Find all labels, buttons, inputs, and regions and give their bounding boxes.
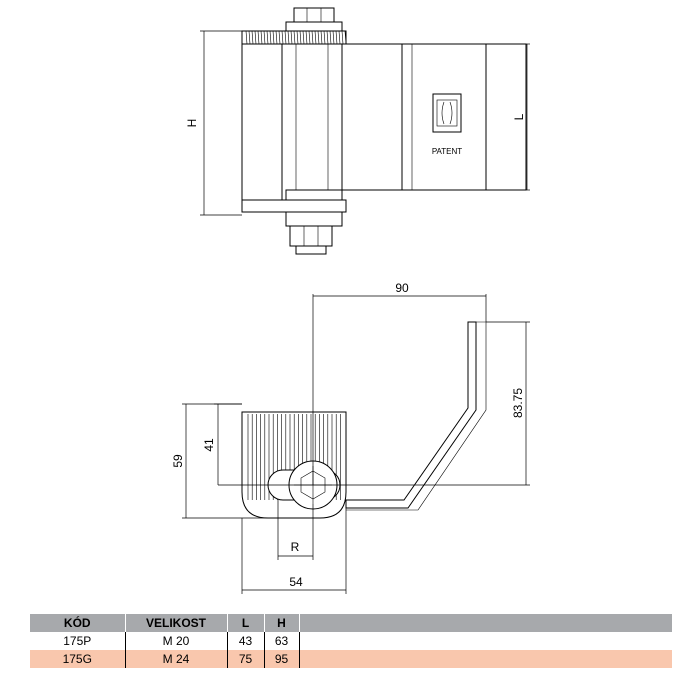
dimension-r: R <box>277 500 314 560</box>
cell-blank <box>299 632 672 650</box>
dimension-90-label: 90 <box>395 281 409 295</box>
dimension-59-label: 59 <box>171 454 185 468</box>
dimension-83-75: 83.75 <box>218 321 530 486</box>
dimension-h: H <box>185 30 242 216</box>
patent-logo: PATENT <box>432 93 462 156</box>
dimension-r-label: R <box>291 540 300 554</box>
right-hinge-block <box>341 43 487 191</box>
cell-h: 95 <box>264 650 300 668</box>
cell-blank <box>299 650 672 668</box>
patent-text: PATENT <box>432 147 462 156</box>
bottom-nut <box>285 211 343 255</box>
left-hinge-block <box>241 43 283 201</box>
dimension-l: L <box>512 43 530 191</box>
hinge-arm <box>345 321 477 509</box>
dimension-54: 54 <box>241 508 347 594</box>
spec-table: KÓD VELIKOST L H 175P M 20 43 63 175G M … <box>30 614 672 668</box>
side-view: 90 83.75 59 41 R <box>171 281 530 594</box>
dimension-59: 59 <box>171 403 268 519</box>
collar-knurling <box>245 30 347 45</box>
end-plate <box>485 43 527 191</box>
table-row: 175P M 20 43 63 <box>30 632 672 650</box>
hinge-pin <box>281 43 343 201</box>
header-kod: KÓD <box>30 614 126 632</box>
top-view: PATENT H L <box>185 7 530 255</box>
dimension-54-label: 54 <box>289 575 303 589</box>
dimension-41-label: 41 <box>202 438 216 452</box>
cell-kod: 175P <box>30 632 126 650</box>
cell-velikost: M 24 <box>125 650 228 668</box>
dimension-h-label: H <box>185 119 199 128</box>
header-velikost: VELIKOST <box>125 614 228 632</box>
header-blank <box>299 614 672 632</box>
dimension-83-75-label: 83.75 <box>511 388 525 418</box>
technical-drawing: PATENT H L <box>171 7 530 594</box>
dimension-41: 41 <box>202 403 242 485</box>
cell-h: 63 <box>264 632 300 650</box>
header-h: H <box>264 614 300 632</box>
header-l: L <box>227 614 265 632</box>
dimension-90: 90 <box>312 281 487 485</box>
dimension-l-label: L <box>512 113 526 120</box>
table-row: 175G M 24 75 95 <box>30 650 672 668</box>
bottom-collar <box>241 199 347 213</box>
table-header-row: KÓD VELIKOST L H <box>30 614 672 632</box>
top-nut <box>285 7 343 32</box>
cell-l: 43 <box>227 632 265 650</box>
cell-kod: 175G <box>30 650 126 668</box>
cell-velikost: M 20 <box>125 632 228 650</box>
cell-l: 75 <box>227 650 265 668</box>
